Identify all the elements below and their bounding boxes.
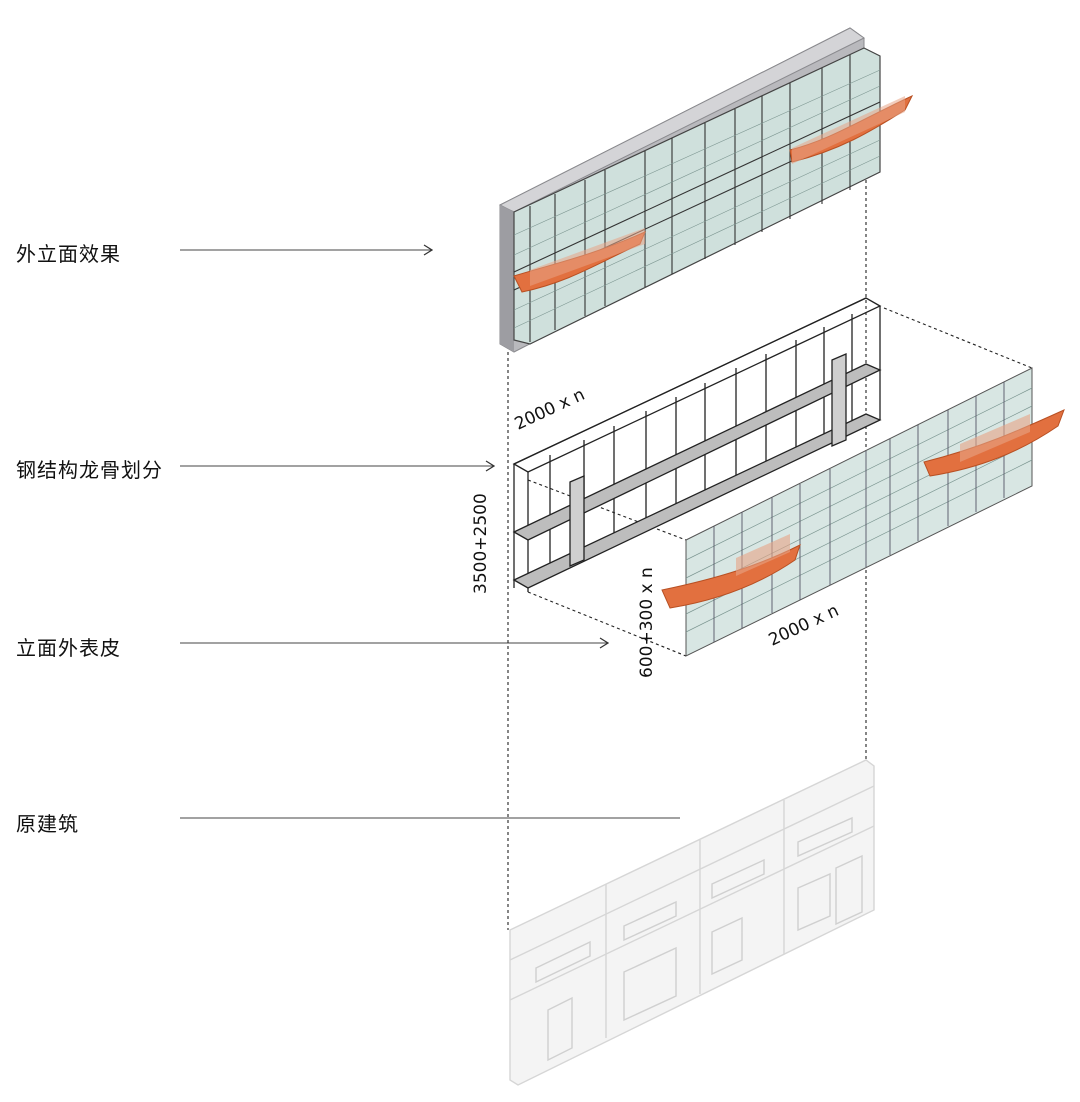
- facade-effect-assembly: [498, 27, 914, 353]
- steel-frame-assembly: [512, 297, 882, 592]
- dim-skin-height: 600+300 x n: [637, 567, 657, 678]
- dim-frame-width: 2000 x n: [512, 385, 588, 435]
- original-building-ghost: [509, 759, 875, 1086]
- dim-frame-height: 3500+2500: [471, 493, 491, 594]
- label-facade-effect: 外立面效果: [16, 242, 121, 266]
- outer-skin-assembly: [661, 367, 1065, 657]
- label-steel-frame: 钢结构龙骨划分: [16, 458, 163, 482]
- label-original-building: 原建筑: [16, 812, 79, 836]
- label-outer-skin: 立面外表皮: [16, 636, 121, 660]
